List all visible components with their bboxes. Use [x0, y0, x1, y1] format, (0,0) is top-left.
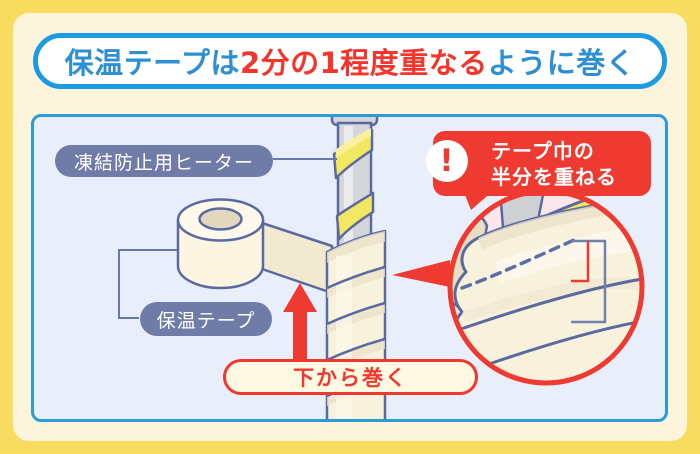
- title-segment: ように巻く: [487, 46, 636, 80]
- callout-line2: 半分を重ねる: [491, 165, 617, 189]
- tape-label-text: 保温テープ: [156, 309, 256, 332]
- title-segment-highlight: 2分の1程度重なる: [239, 46, 488, 80]
- callout-line1: テープ巾の: [491, 139, 595, 163]
- title-segment: 保温テープは: [64, 46, 240, 80]
- heater-label-text: 凍結防止用ヒーター: [73, 151, 254, 174]
- overlap-callout: ! テープ巾の 半分を重ねる: [426, 131, 651, 196]
- heater-label: 凍結防止用ヒーター: [55, 145, 273, 177]
- tape-label: 保温テープ: [140, 302, 272, 336]
- exclamation-icon: !: [426, 140, 468, 182]
- wrap-direction-text: 下から巻く: [293, 366, 408, 390]
- wrap-direction-label: 下から巻く: [223, 359, 478, 395]
